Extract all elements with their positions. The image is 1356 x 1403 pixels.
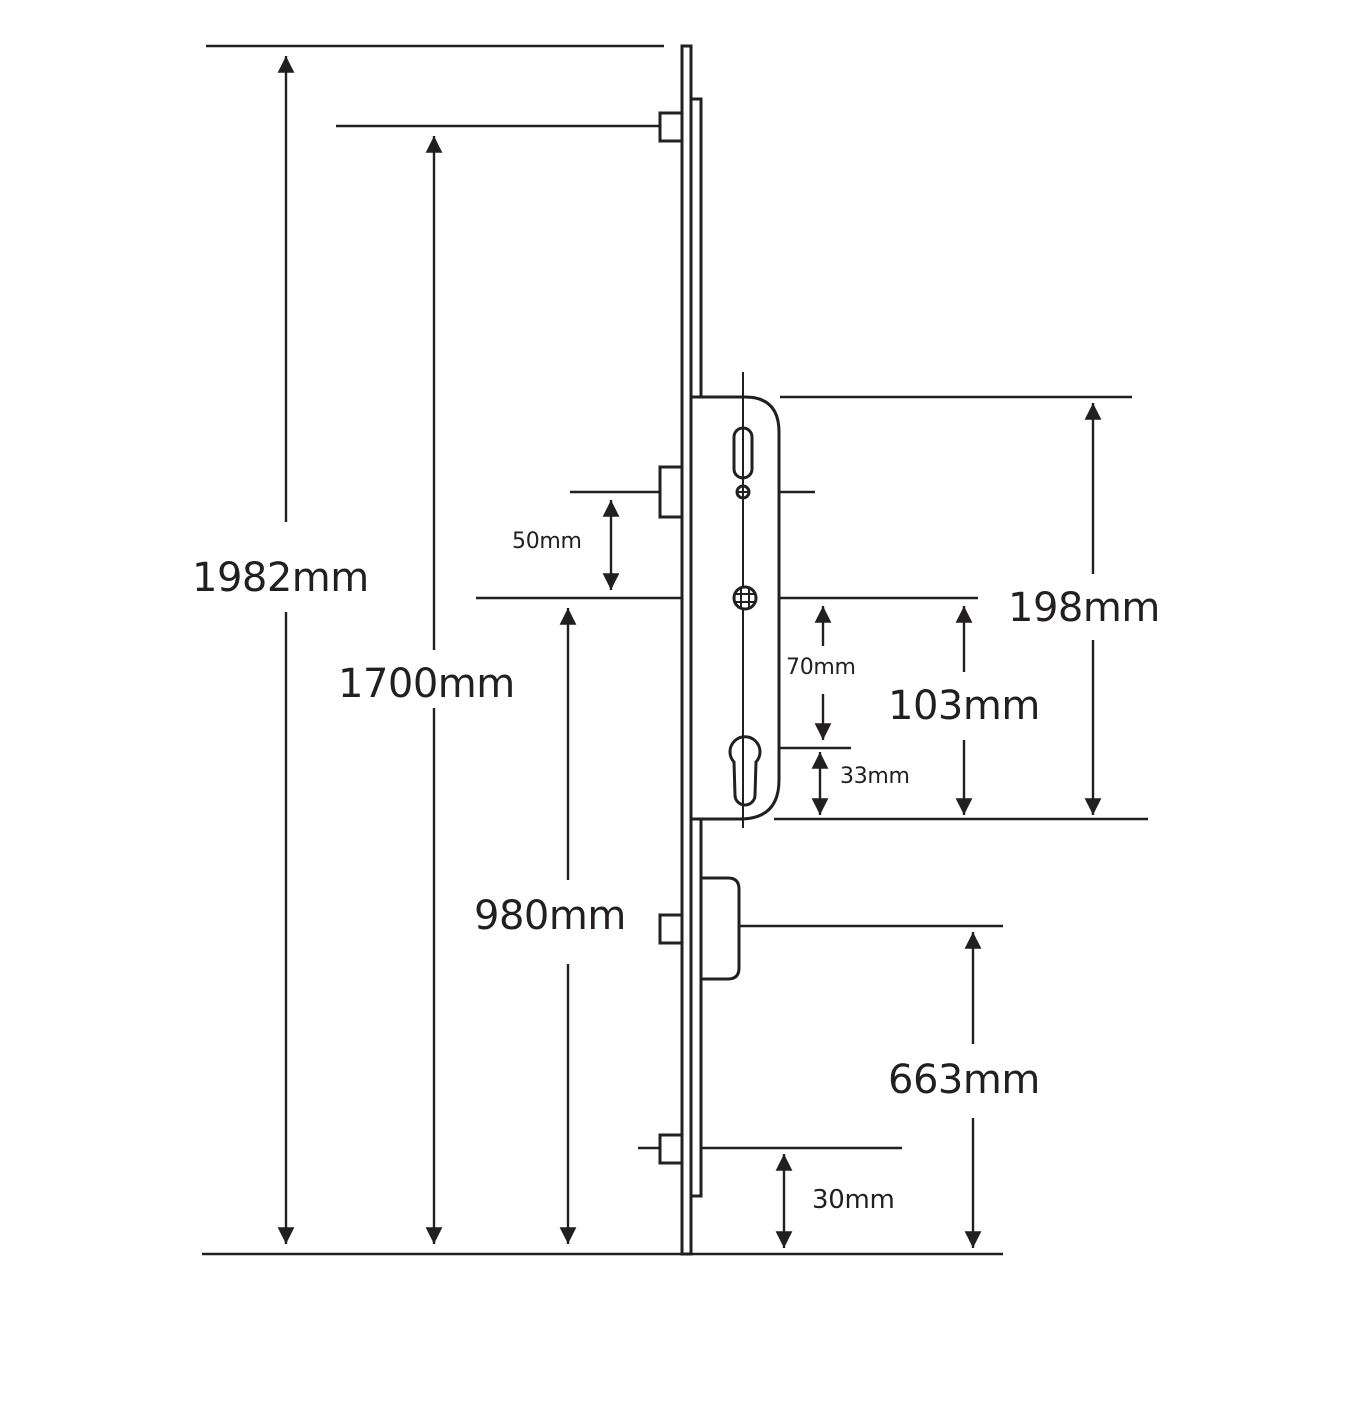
top-hook-bolt xyxy=(658,111,684,143)
label-top-hook-height: 1700mm xyxy=(338,661,515,707)
lower-hook-case xyxy=(699,876,741,981)
label-bottom-roller-height: 30mm xyxy=(812,1185,895,1215)
upper-rail xyxy=(689,97,703,400)
bottom-roller xyxy=(658,1133,684,1165)
lower-hook-bolt xyxy=(658,913,684,945)
label-overall-length: 1982mm xyxy=(192,555,369,601)
label-spindle-to-gearbox-bottom: 103mm xyxy=(888,683,1040,729)
spindle-hole xyxy=(732,585,758,611)
lock-body xyxy=(658,44,781,1256)
lower-rail xyxy=(689,816,703,1198)
label-lower-hook-height: 663mm xyxy=(888,1057,1040,1103)
euro-cylinder-hole xyxy=(728,735,762,807)
gearbox-case xyxy=(689,395,781,821)
dimension-arrows xyxy=(277,56,1102,1248)
label-gearbox-height: 198mm xyxy=(1008,585,1160,631)
latch-bolt xyxy=(658,465,684,519)
label-cylinder-to-gearbox-bottom: 33mm xyxy=(840,764,910,789)
label-latch-to-spindle: 50mm xyxy=(512,529,582,554)
label-centre-distance: 70mm xyxy=(786,655,856,680)
label-handle-spindle-height: 980mm xyxy=(474,893,626,939)
